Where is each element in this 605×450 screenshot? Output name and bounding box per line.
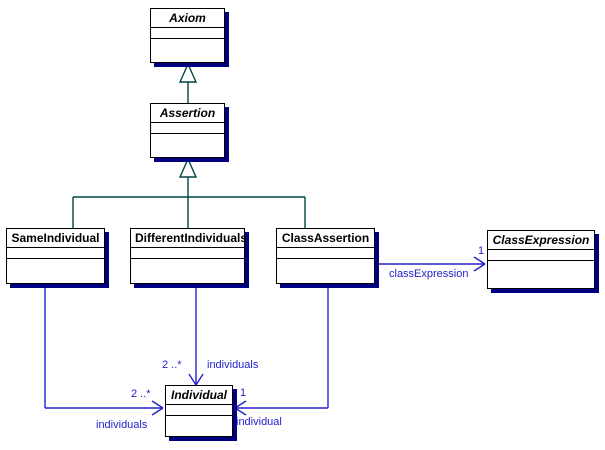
class-operations-individual <box>166 416 232 436</box>
class-attributes-class-assertion <box>277 248 374 259</box>
association-label-individual: individual <box>236 416 282 428</box>
class-attributes-different-individuals <box>131 248 244 259</box>
class-name-different-individuals: DifferentIndividuals <box>131 229 247 248</box>
class-operations-same-individual <box>7 259 104 283</box>
association-multiplicity-class-expression: 1 <box>478 245 485 257</box>
class-name-same-individual: SameIndividual <box>7 229 104 248</box>
association-multiplicity-different-individuals: 2 ..* <box>162 359 182 371</box>
association-label-class-expression: classExpression <box>389 268 469 280</box>
generalization-assertion-to-axiom <box>178 62 198 103</box>
class-name-class-expression: ClassExpression <box>488 231 594 250</box>
class-attributes-same-individual <box>7 248 104 259</box>
generalization-tree-to-assertion <box>72 157 306 228</box>
class-box-class-expression[interactable]: ClassExpression <box>487 230 595 289</box>
association-multiplicity-same-individual: 2 ..* <box>131 388 151 400</box>
class-box-same-individual[interactable]: SameIndividual <box>6 228 105 284</box>
association-label-same-individual: individuals <box>96 419 148 431</box>
class-name-individual: Individual <box>166 386 232 405</box>
class-name-assertion: Assertion <box>151 104 224 123</box>
association-class-assertion-individual <box>234 284 329 416</box>
class-box-assertion[interactable]: Assertion <box>150 103 225 158</box>
association-class-assertion-class-expression <box>375 256 486 272</box>
class-operations-axiom <box>151 39 224 62</box>
class-operations-different-individuals <box>131 259 244 283</box>
class-name-class-assertion: ClassAssertion <box>277 229 374 248</box>
association-same-individual-individual <box>44 284 164 416</box>
association-different-individuals-individual <box>188 284 204 386</box>
class-box-individual[interactable]: Individual <box>165 385 233 437</box>
class-attributes-assertion <box>151 123 224 134</box>
class-attributes-individual <box>166 405 232 416</box>
association-multiplicity-individual: 1 <box>240 387 247 399</box>
class-operations-class-assertion <box>277 259 374 283</box>
class-box-different-individuals[interactable]: DifferentIndividuals <box>130 228 247 284</box>
class-attributes-class-expression <box>488 250 594 261</box>
class-box-axiom[interactable]: Axiom <box>150 8 225 63</box>
class-attributes-axiom <box>151 28 224 39</box>
class-name-axiom: Axiom <box>151 9 224 28</box>
class-box-class-assertion[interactable]: ClassAssertion <box>276 228 375 284</box>
class-operations-class-expression <box>488 261 594 288</box>
class-operations-assertion <box>151 134 224 157</box>
association-label-different-individuals: individuals <box>207 359 259 371</box>
